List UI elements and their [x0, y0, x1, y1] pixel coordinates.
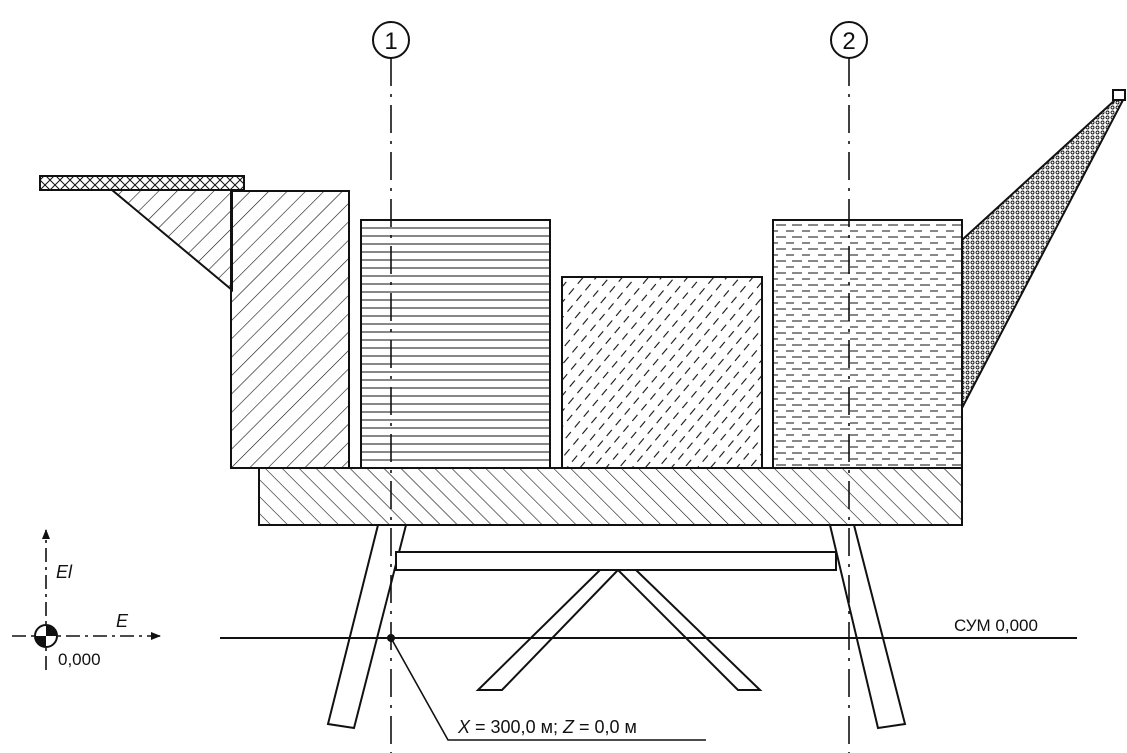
datum-label: СУМ 0,000 — [954, 616, 1038, 635]
jacket-structure — [326, 524, 907, 730]
callout-z-var: Z — [562, 717, 575, 737]
origin-symbol: El E 0,000 — [12, 529, 161, 670]
flare-boom — [961, 99, 1125, 409]
origin-marker-fill-icon — [35, 625, 57, 647]
axis-label-1: 1 — [384, 28, 397, 55]
right-outer-leg — [828, 524, 907, 730]
upper-brace — [395, 551, 837, 571]
left-outer-leg — [326, 524, 408, 730]
module-1 — [360, 219, 551, 469]
callout-x-var: X — [457, 717, 471, 737]
origin-horizontal-label: E — [116, 611, 129, 631]
axis-label-2: 2 — [842, 28, 855, 55]
axis-marker-2 — [830, 21, 868, 59]
flare-tip — [1112, 89, 1126, 101]
left-boom-support — [109, 189, 233, 293]
axis-marker-1 — [372, 21, 410, 59]
callout-z-value: = 0,0 м — [574, 717, 637, 737]
callout-leader — [390, 637, 706, 741]
origin-vertical-label: El — [56, 562, 73, 582]
left-diagonal-brace — [475, 569, 621, 691]
coordinate-callout: X = 300,0 м; Z = 0,0 м — [457, 717, 637, 737]
main-deck — [258, 467, 963, 526]
module-2 — [561, 276, 763, 469]
module-3 — [772, 219, 963, 469]
right-diagonal-brace — [615, 569, 763, 691]
origin-elevation-label: 0,000 — [58, 650, 101, 669]
module-living-quarters — [230, 190, 350, 469]
callout-x-value: = 300,0 м; — [470, 717, 563, 737]
left-boom-deck — [39, 175, 245, 191]
